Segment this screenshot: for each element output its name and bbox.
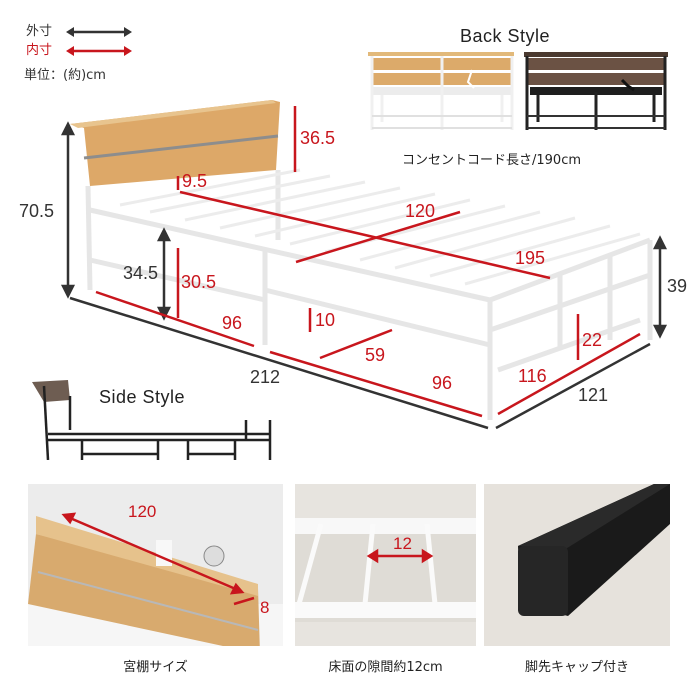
leg-cap-caption: 脚先キャップ付き — [524, 660, 629, 675]
bed-diagram: 70.5 34.5 39 212 121 36.5 9.5 120 195 30… — [19, 100, 688, 430]
back-style-natural-image — [368, 52, 516, 132]
inner-arrow-icon — [66, 46, 132, 56]
shelf-dim-width: 120 — [128, 502, 157, 521]
legend-outer: 外寸 — [26, 25, 132, 39]
dim-inner-length: 195 — [515, 248, 546, 268]
legend-inner-label: 内寸 — [26, 43, 53, 58]
outer-arrow-icon — [66, 27, 132, 37]
dim-foot-clearance: 22 — [582, 330, 603, 350]
dim-bar-clearance: 10 — [315, 310, 336, 330]
dim-side-segment-1: 96 — [222, 313, 243, 333]
dim-width: 121 — [578, 385, 609, 405]
back-style-walnut-image — [524, 52, 670, 132]
leg-cap-photo — [484, 484, 670, 646]
back-style-caption: コンセントコード長さ/190cm — [402, 153, 582, 168]
dim-leg-gap: 59 — [365, 345, 386, 365]
slats-gap-photo: 12 — [295, 484, 476, 646]
dim-inner-width: 120 — [405, 201, 436, 221]
side-style-image — [30, 378, 275, 460]
shelf-caption: 宮棚サイズ — [123, 660, 188, 675]
legend-outer-label: 外寸 — [26, 24, 53, 39]
dim-length: 212 — [250, 367, 281, 387]
dim-headboard-gap: 9.5 — [182, 171, 208, 191]
shelf-dim-depth: 8 — [260, 598, 270, 617]
dim-side-segment-2: 96 — [432, 373, 453, 393]
slats-gap-caption: 床面の隙間約12cm — [328, 660, 443, 675]
back-style-title: Back Style — [460, 26, 551, 46]
dim-frame-height: 34.5 — [123, 263, 159, 283]
legend-inner: 内寸 — [26, 44, 132, 58]
shelf-photo: 120 8 — [28, 484, 283, 646]
dim-foot-inner-width: 116 — [518, 366, 547, 386]
dim-foot-height: 39 — [667, 276, 688, 296]
slats-dim-gap: 12 — [393, 534, 412, 553]
dim-total-height: 70.5 — [19, 201, 55, 221]
dim-under-clearance: 30.5 — [181, 272, 217, 292]
unit-label: 単位：(約)cm — [24, 68, 106, 83]
dim-headboard-height: 36.5 — [300, 128, 336, 148]
side-style-title: Side Style — [99, 387, 186, 407]
